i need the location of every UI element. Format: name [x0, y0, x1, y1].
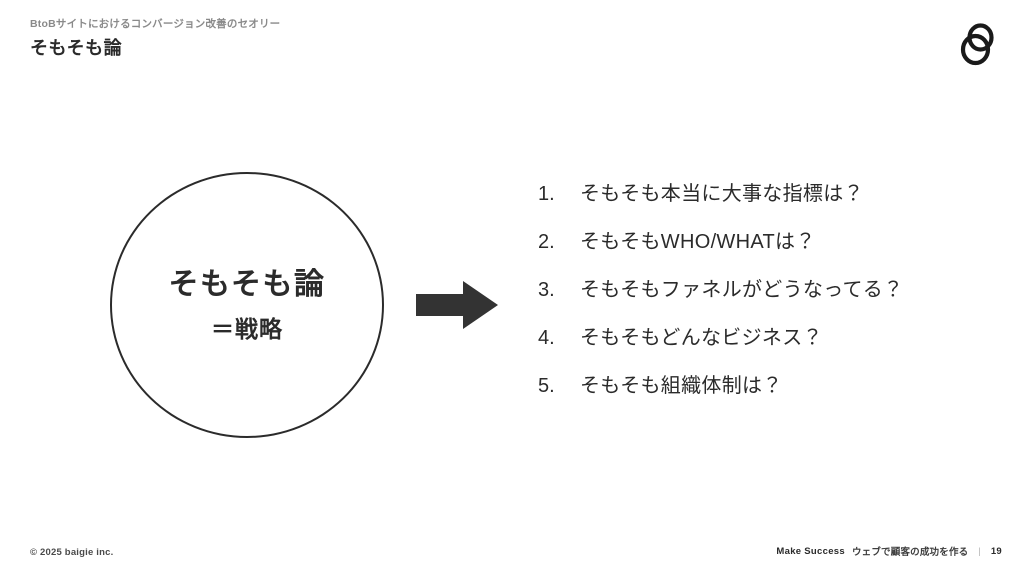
list-item-label: そもそもWHO/WHATは？	[580, 231, 816, 253]
list-item: 2. そもそもWHO/WHATは？	[538, 229, 998, 256]
header-eyebrow: BtoBサイトにおけるコンバージョン改善のセオリー	[30, 18, 281, 30]
baigie-logo	[954, 20, 1002, 68]
page-title: そもそも論	[30, 37, 123, 58]
list-item: 3. そもそもファネルがどうなってる？	[538, 277, 998, 304]
circle-shape: そもそも論 ＝戦略	[110, 172, 384, 438]
list-item-label: そもそもどんなビジネス？	[580, 327, 823, 349]
list-item-label: そもそも本当に大事な指標は？	[580, 183, 864, 205]
right-arrow-icon	[416, 281, 498, 329]
list-item-number: 1.	[538, 183, 555, 205]
list-item-label: そもそもファネルがどうなってる？	[580, 279, 904, 301]
footer-brand: Make Success	[776, 545, 845, 557]
footer-copyright: © 2025 baigie inc.	[30, 547, 114, 558]
circle-main-label: そもそも論	[168, 267, 326, 301]
right-arrow	[416, 281, 498, 329]
list-item-number: 4.	[538, 327, 555, 349]
list-item: 4. そもそもどんなビジネス？	[538, 325, 998, 352]
footer-divider: |	[978, 545, 981, 557]
list-item-number: 5.	[538, 375, 555, 397]
two-overlapping-rings-icon	[960, 23, 994, 66]
list-item-number: 2.	[538, 231, 555, 253]
list-item-label: そもそも組織体制は？	[580, 375, 783, 397]
list-item-number: 3.	[538, 279, 555, 301]
question-list: 1. そもそも本当に大事な指標は？ 2. そもそもWHO/WHATは？ 3. そ…	[538, 181, 998, 400]
page-number: 19	[990, 545, 1002, 557]
footer-tagline: ウェブで顧客の成功を作る	[851, 547, 969, 558]
footer-meta: Make Success ウェブで顧客の成功を作る | 19	[776, 544, 1002, 559]
concept-circle: そもそも論 ＝戦略	[110, 172, 384, 438]
list-item: 1. そもそも本当に大事な指標は？	[538, 181, 998, 208]
slide-header: BtoBサイトにおけるコンバージョン改善のセオリー そもそも論	[30, 18, 280, 59]
list-item: 5. そもそも組織体制は？	[538, 373, 998, 400]
circle-sub-label: ＝戦略	[211, 315, 283, 342]
